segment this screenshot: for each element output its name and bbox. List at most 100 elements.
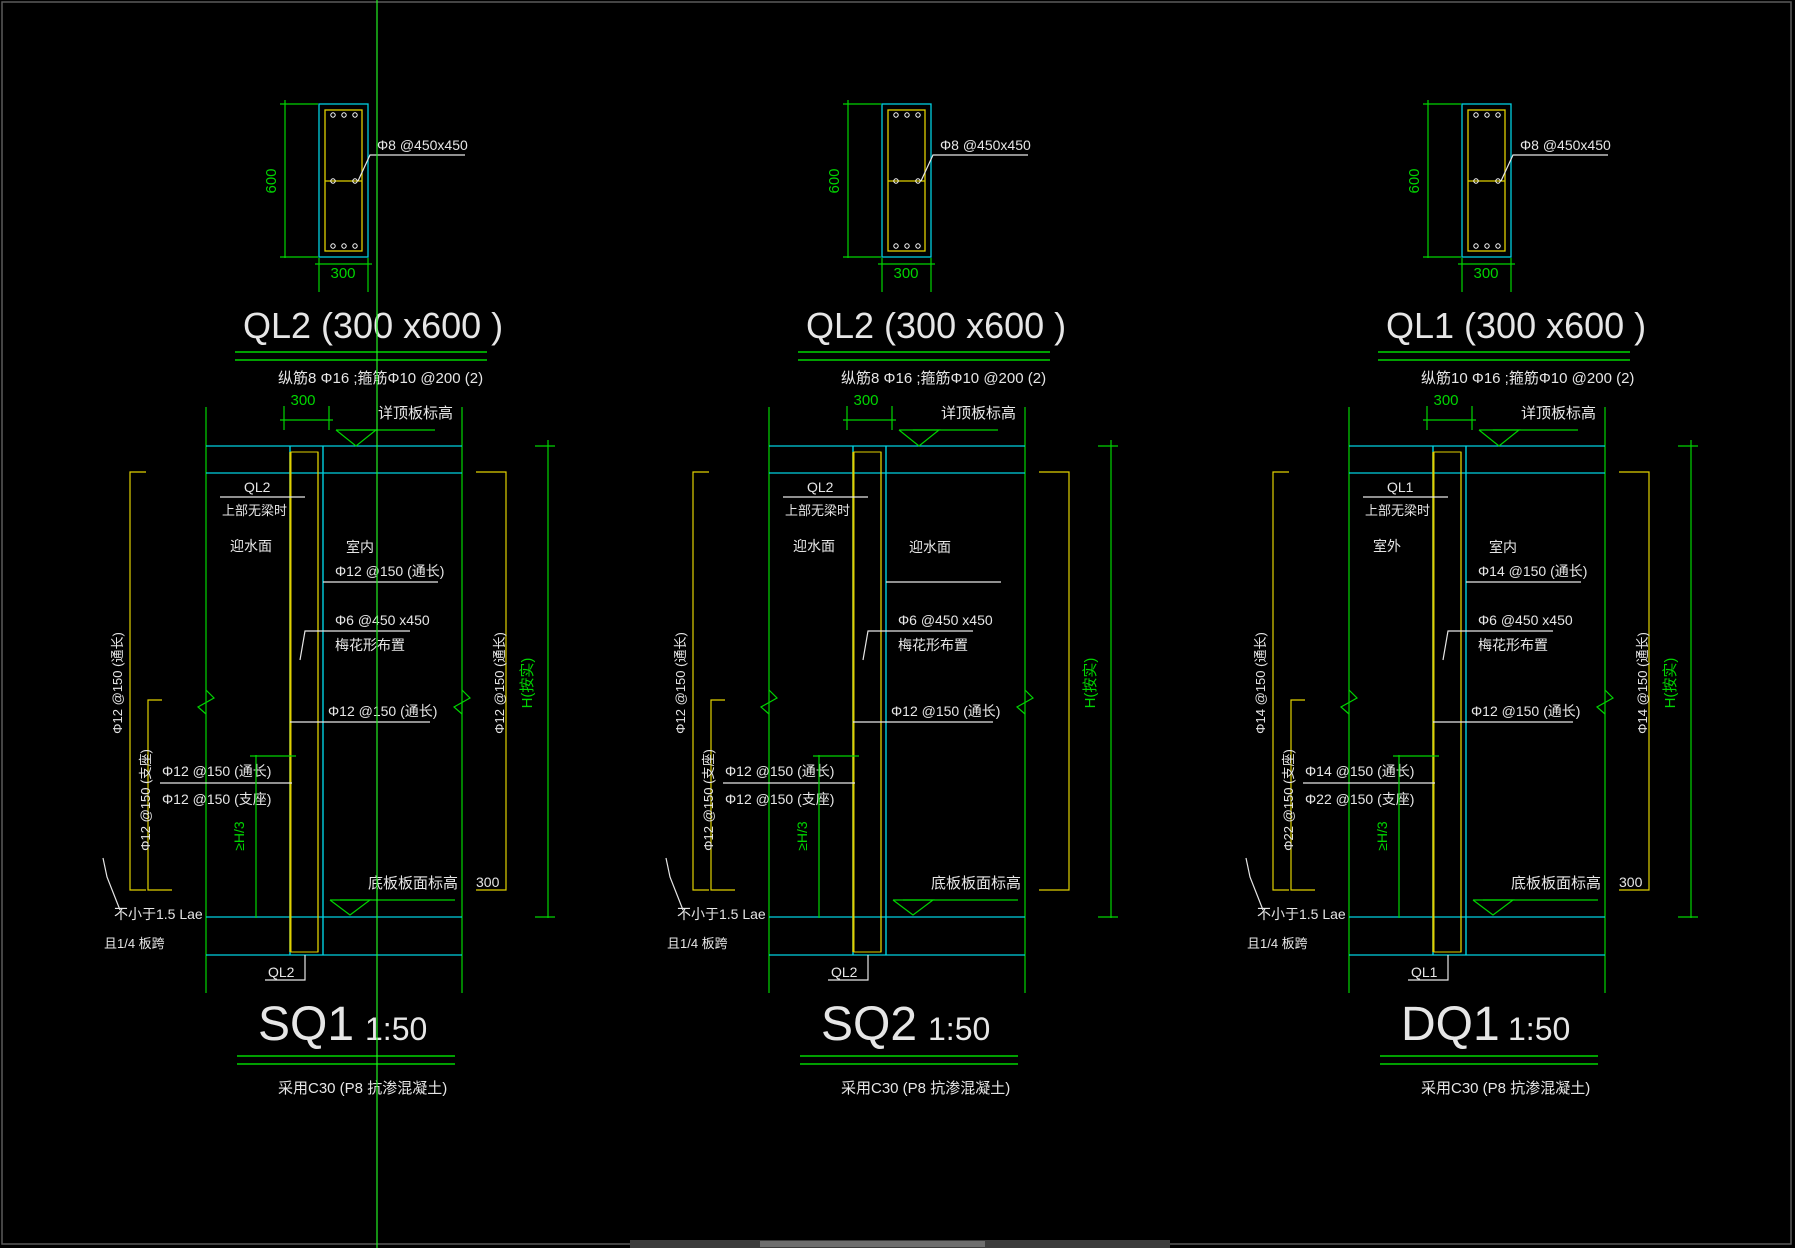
rebar-dot (915, 243, 921, 249)
callout-4: Φ14 @150 (通长) (1305, 763, 1414, 779)
callout-2b: 梅花形布置 (335, 637, 405, 653)
break-line-icon (1015, 689, 1034, 715)
concrete-note: 采用C30 (P8 抗渗混凝土) (841, 1080, 1010, 1097)
rebar-dot (904, 112, 910, 118)
rebar-dot (915, 178, 921, 184)
beam-height-dim: 600 (1406, 168, 1423, 193)
beam-section-outline (318, 103, 369, 258)
lap-note-2: 且1/4 板跨 (1247, 936, 1308, 951)
top-dim-300: 300 (853, 392, 878, 409)
concrete-note: 采用C30 (P8 抗渗混凝土) (278, 1080, 447, 1097)
left-bracket-outer (1272, 471, 1289, 891)
callout-leader-2 (1442, 630, 1553, 661)
break-line-icon (452, 689, 471, 715)
left-face-label: 室外 (1373, 538, 1401, 554)
rebar-dot (1473, 243, 1479, 249)
height-label: H(按实) (519, 658, 536, 709)
beam-tag: QL1 (1387, 479, 1414, 495)
left-bracket-inner (1290, 699, 1315, 891)
top-elevation-label: 详顶板标高 (941, 404, 1016, 422)
scrollbar-thumb[interactable] (760, 1241, 985, 1247)
left-face-label: 迎水面 (793, 538, 835, 554)
rebar-dot (904, 243, 910, 249)
bottom-elevation-label: 底板板面标高 (1511, 874, 1601, 892)
wall-core (853, 451, 882, 953)
lap-note-2: 且1/4 板跨 (104, 936, 165, 951)
rebar-dot (330, 243, 336, 249)
right-face-label: 迎水面 (909, 539, 951, 555)
beam-section-outline (881, 103, 932, 258)
left-bracket-outer (692, 471, 709, 891)
bottom-tag-leader (828, 955, 869, 981)
left-vertical-label-2: Φ12 @150 (支座) (138, 749, 153, 851)
bottom-beam-tag: QL1 (1411, 964, 1438, 980)
beam-note: 上部无梁时 (785, 503, 850, 518)
lap-arrow (102, 857, 121, 911)
break-line-icon (1595, 689, 1614, 715)
detail-title: SQ1 (258, 998, 354, 1051)
stirrup-leader (920, 154, 1028, 182)
bottom-tag-leader (1408, 955, 1449, 981)
rebar-dot (893, 178, 899, 184)
height-label: H(按实) (1082, 658, 1099, 709)
left-bracket-inner (147, 699, 172, 891)
beam-section-outline (1461, 103, 1512, 258)
wall-core (1433, 451, 1462, 953)
bottom-beam-tag: QL2 (831, 964, 858, 980)
top-elevation-label: 详顶板标高 (378, 404, 453, 422)
break-line-icon (759, 689, 778, 715)
beam-title: QL1 (300 x600 ) (1386, 305, 1646, 346)
beam-rebar-note: 纵筋8 Φ16 ;箍筋Φ10 @200 (2) (278, 370, 483, 387)
horizontal-scrollbar[interactable] (630, 1240, 1170, 1248)
beam-width-dim: 300 (893, 265, 918, 282)
beam-rebar-note: 纵筋8 Φ16 ;箍筋Φ10 @200 (2) (841, 370, 1046, 387)
detail-title: SQ2 (821, 998, 917, 1051)
bottom-elevation-label: 底板板面标高 (931, 874, 1021, 892)
beam-title: QL2 (300 x600 ) (243, 305, 503, 346)
rebar-dot (352, 243, 358, 249)
detail-title: DQ1 (1401, 998, 1500, 1051)
rebar-dot (893, 112, 899, 118)
callout-1: Φ14 @150 (通长) (1478, 563, 1587, 579)
break-line-icon (196, 689, 215, 715)
top-dim-300: 300 (290, 392, 315, 409)
left-bracket-inner (710, 699, 735, 891)
lap-note-2: 且1/4 板跨 (667, 936, 728, 951)
rebar-dot (915, 112, 921, 118)
callout-3: Φ12 @150 (通长) (328, 703, 437, 719)
lap-note: 不小于1.5 Lae (114, 906, 203, 922)
bottom-beam-tag: QL2 (268, 964, 295, 980)
top-dim-300: 300 (1433, 392, 1458, 409)
dim-300-label: 300 (476, 874, 500, 890)
callout-2: Φ6 @450 x450 (898, 612, 993, 628)
lap-arrow (1245, 857, 1264, 911)
stirrup-callout: Φ8 @450x450 (940, 137, 1031, 153)
callout-5: Φ12 @150 (支座) (725, 791, 834, 807)
bottom-elevation-label: 底板板面标高 (368, 874, 458, 892)
callout-3: Φ12 @150 (通长) (1471, 703, 1580, 719)
h-third-label: ≥H/3 (794, 821, 810, 851)
detail-scale: 1:50 (1508, 1011, 1570, 1047)
callout-2: Φ6 @450 x450 (335, 612, 430, 628)
rebar-dot (341, 243, 347, 249)
beam-title: QL2 (300 x600 ) (806, 305, 1066, 346)
beam-height-dim: 600 (263, 168, 280, 193)
callout-2b: 梅花形布置 (1478, 637, 1548, 653)
rebar-dot (1473, 112, 1479, 118)
wall-core (290, 451, 319, 953)
callout-2: Φ6 @450 x450 (1478, 612, 1573, 628)
stirrup-callout: Φ8 @450x450 (1520, 137, 1611, 153)
rebar-dot (1495, 112, 1501, 118)
rebar-dot (1473, 178, 1479, 184)
rebar-dot (1495, 243, 1501, 249)
callout-3: Φ12 @150 (通长) (891, 703, 1000, 719)
right-vertical-label: Φ12 @150 (通长) (492, 632, 507, 734)
right-bracket (1039, 471, 1070, 891)
lap-arrow (665, 857, 684, 911)
beam-tag: QL2 (807, 479, 834, 495)
top-elevation-label: 详顶板标高 (1521, 404, 1596, 422)
